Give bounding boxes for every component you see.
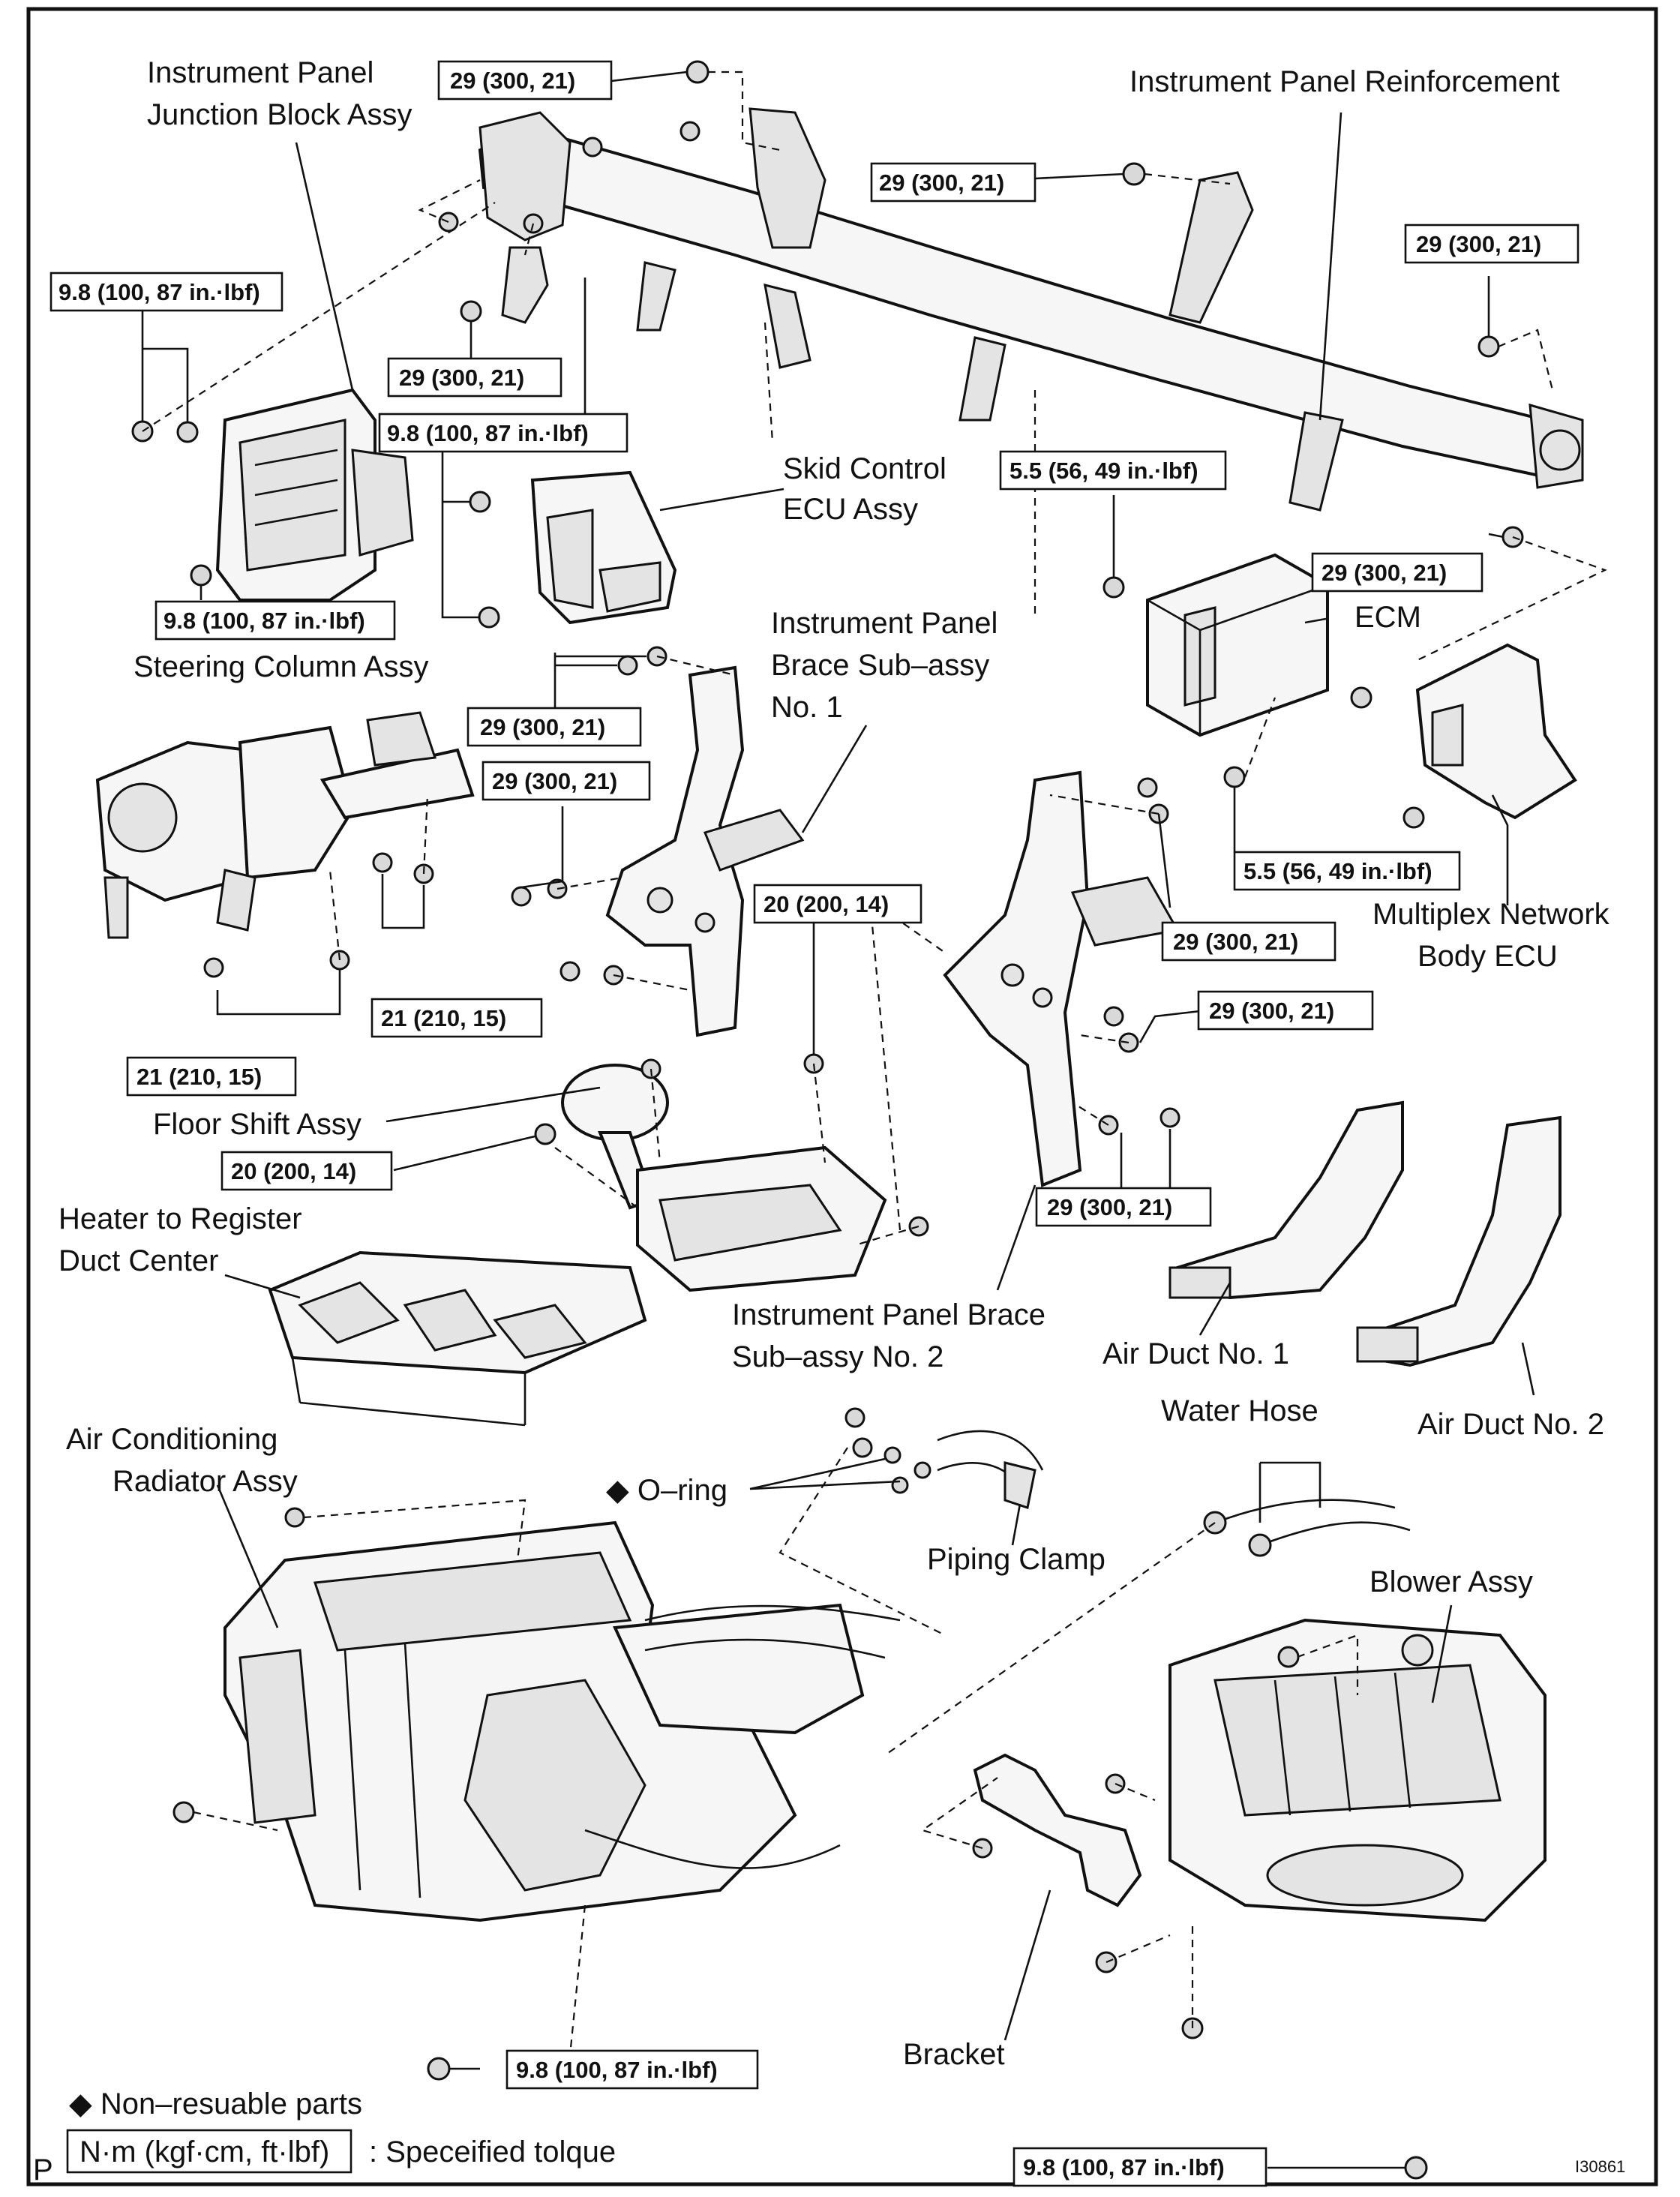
label-ip-reinforcement: Instrument Panel Reinforcement [1130,65,1560,98]
torque-t10: 29 (300, 21) [480,714,605,740]
torque-t4: 9.8 (100, 87 in.·lbf) [58,279,260,305]
ac-radiator-drawing [224,1520,901,1922]
figure-id: I30861 [1575,2157,1625,2176]
torque-t6: 9.8 (100, 87 in.·lbf) [387,420,589,446]
label-ip-brace-no1-1: Instrument Panel [771,607,998,640]
label-heater-duct-1: Heater to Register [58,1202,302,1235]
air-duct-no1-drawing [1168,1100,1404,1300]
torque-t21: 9.8 (100, 87 in.·lbf) [1023,2154,1225,2180]
air-duct-no2-drawing [1356,1115,1562,1367]
skid-control-ecu-drawing [530,470,677,625]
water-hose-drawing [1203,1499,1411,1557]
label-multiplex-1: Multiplex Network [1372,898,1610,931]
ecm-drawing [1146,553,1329,737]
torque-t17: 21 (210, 15) [136,1064,262,1090]
label-ip-junction-block-2: Junction Block Assy [147,98,412,131]
label-blower: Blower Assy [1370,1565,1533,1598]
torque-t3: 29 (300, 21) [1416,231,1541,257]
torque-t16: 29 (300, 21) [1209,998,1334,1024]
legend-unit-description: : Speceified tolque [369,2135,616,2168]
label-multiplex-2: Body ECU [1418,940,1558,973]
torque-t14: 29 (300, 21) [1173,929,1298,955]
label-bracket: Bracket [903,2038,1005,2071]
label-skid-control-1: Skid Control [783,452,946,485]
legend-non-reusable: ◆ Non–resuable parts [69,2087,362,2120]
legend: ◆ Non–resuable parts N·m (kgf·cm, ft·lbf… [33,2087,1625,2186]
alignment-lines [142,71,1607,2056]
torque-t11: 29 (300, 21) [492,768,617,794]
bracket-drawing [973,1753,1142,1907]
label-heater-duct-2: Duct Center [58,1244,218,1277]
label-floor-shift: Floor Shift Assy [153,1108,362,1141]
torque-t8: 29 (300, 21) [1322,560,1447,586]
label-ac-radiator-1: Air Conditioning [66,1423,278,1456]
torque-t19: 29 (300, 21) [1047,1194,1172,1220]
legend-unit: N·m (kgf·cm, ft·lbf) [80,2135,329,2168]
multiplex-body-ecu-drawing [1415,643,1577,820]
steering-column-drawing [95,711,475,939]
diagram-frame [26,7,1658,2186]
label-ip-brace-no2-1: Instrument Panel Brace [732,1298,1046,1331]
torque-t2: 29 (300, 21) [879,170,1004,196]
corner-letter: P [33,2153,53,2186]
blower-drawing [1168,1618,1546,1922]
torque-t1: 29 (300, 21) [450,68,575,94]
torque-t15: 21 (210, 15) [381,1005,506,1031]
label-water-hose: Water Hose [1161,1394,1318,1427]
part-labels: Instrument Panel Junction Block Assy Ins… [58,56,1610,2071]
label-ac-radiator-2: Radiator Assy [112,1465,298,1498]
torque-specs: 29 (300, 21) 29 (300, 21) 29 (300, 21) 9… [50,60,1580,2187]
ip-brace-no2-drawing [943,770,1180,1187]
label-o-ring: ◆ O–ring [606,1474,728,1507]
junction-block-drawing [215,388,414,602]
torque-t12: 5.5 (56, 49 in.·lbf) [1244,858,1432,884]
label-ip-junction-block-1: Instrument Panel [147,56,374,89]
torque-t18: 20 (200, 14) [231,1158,356,1184]
label-air-duct-no1: Air Duct No. 1 [1102,1337,1289,1370]
label-steering-column: Steering Column Assy [134,650,429,683]
label-piping-clamp: Piping Clamp [927,1543,1106,1576]
torque-t13: 20 (200, 14) [764,891,889,917]
torque-t7: 5.5 (56, 49 in.·lbf) [1010,458,1198,484]
piping-clamp-drawing [844,1407,1044,1509]
torque-t9: 9.8 (100, 87 in.·lbf) [164,608,365,634]
label-ip-brace-no1-2: Brace Sub–assy [771,649,989,682]
label-air-duct-no2: Air Duct No. 2 [1418,1408,1604,1441]
label-ecm: ECM [1354,601,1421,634]
label-skid-control-2: ECU Assy [783,493,918,526]
label-ip-brace-no2-2: Sub–assy No. 2 [732,1340,944,1373]
ip-brace-no1-drawing [605,665,805,1037]
instrument-panel-reinforcement-drawing [478,107,1584,512]
leader-lines [141,71,1535,2169]
torque-t20: 9.8 (100, 87 in.·lbf) [516,2057,718,2083]
heater-duct-center-drawing [268,1250,647,1427]
label-ip-brace-no1-3: No. 1 [771,691,843,724]
torque-t5: 29 (300, 21) [399,365,524,391]
floor-shift-drawing [561,1064,887,1292]
